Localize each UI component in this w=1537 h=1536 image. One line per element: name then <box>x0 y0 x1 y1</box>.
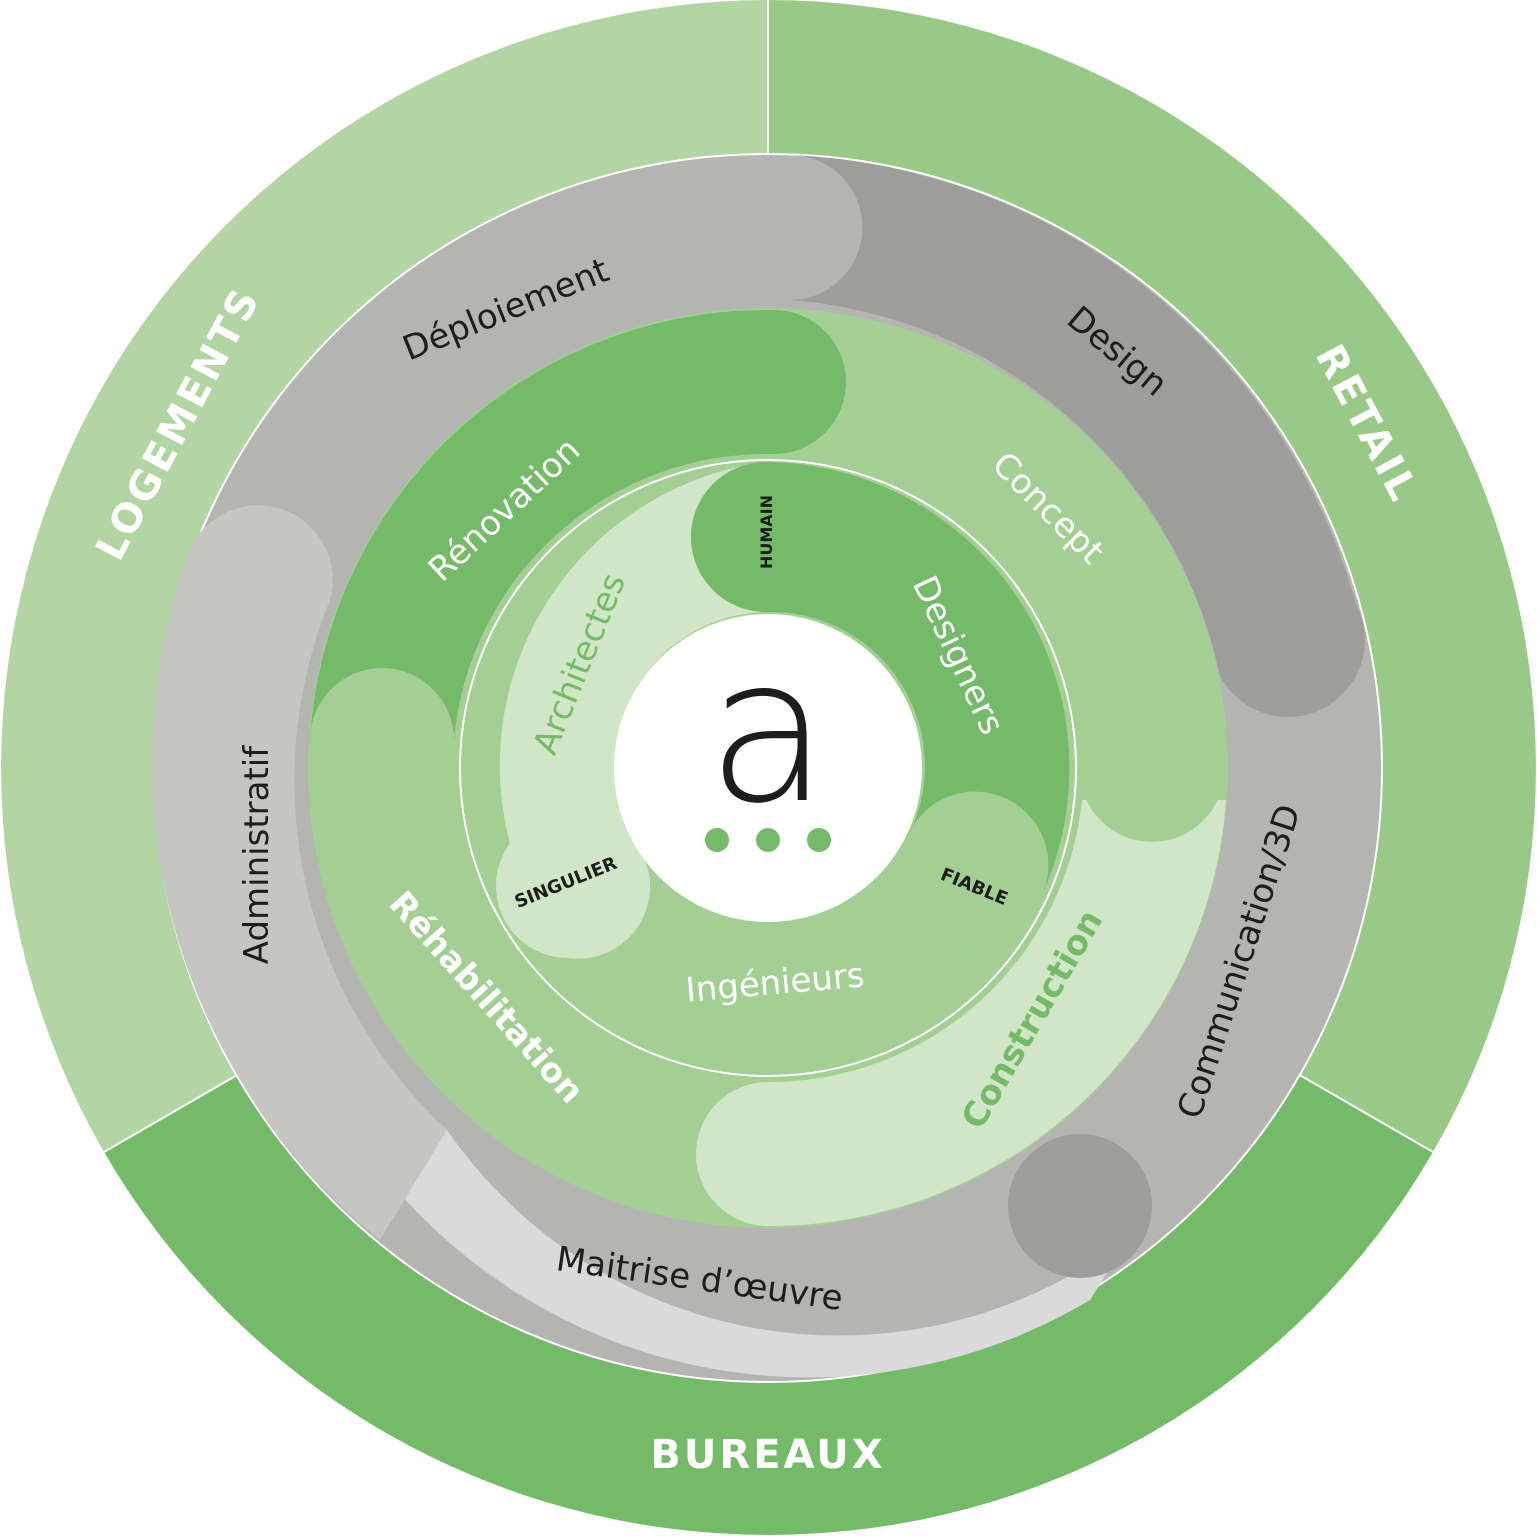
band-rehabilitation <box>309 668 768 1227</box>
value-humain-label: HUMAIN <box>757 495 776 569</box>
logo-letter: a <box>707 615 830 848</box>
sector-bureaux-label: BUREAUX <box>650 1432 885 1478</box>
logo: a <box>614 614 922 922</box>
band-administratif <box>151 505 447 1240</box>
band-design <box>790 155 1365 717</box>
service-administratif-label: Administratif <box>237 745 277 964</box>
band-construction <box>696 800 1226 1227</box>
band-renovation <box>310 309 846 740</box>
band-maitrise <box>380 1129 1130 1378</box>
three-dots-icon <box>705 828 831 852</box>
